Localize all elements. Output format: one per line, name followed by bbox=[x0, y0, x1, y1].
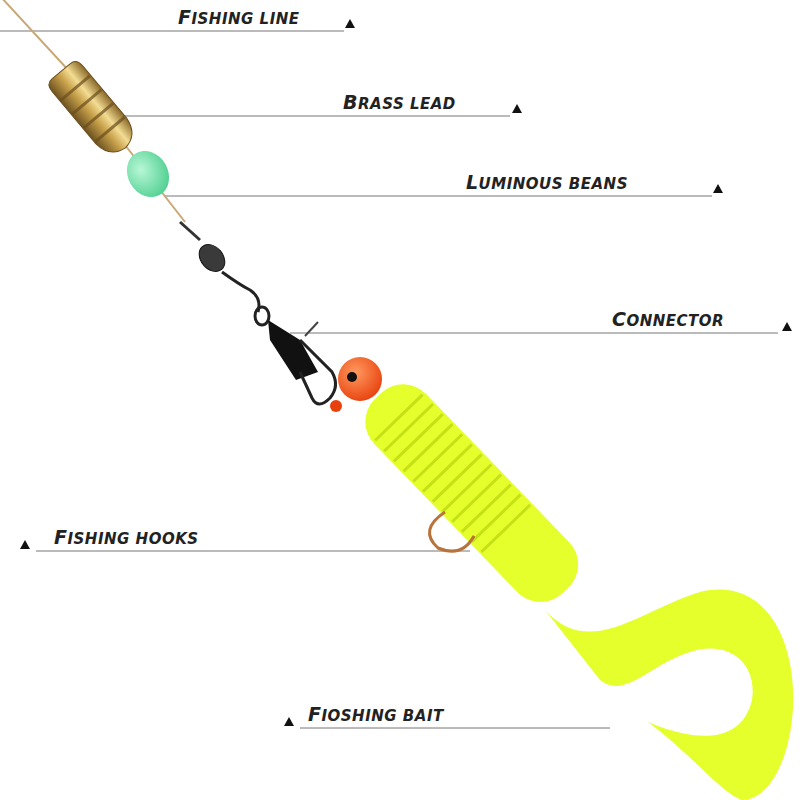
part-label: FIOSHING BAIT bbox=[308, 705, 444, 724]
swivel bbox=[180, 222, 269, 325]
luminous-bead bbox=[119, 143, 178, 205]
part-label: BRASS LEAD bbox=[343, 93, 456, 112]
brass-lead bbox=[46, 58, 141, 160]
curly-tail bbox=[545, 590, 793, 800]
part-label: LUMINOUS BEANS bbox=[466, 173, 628, 192]
part-label: CONNECTOR bbox=[612, 310, 724, 329]
jig-head bbox=[338, 357, 382, 401]
soft-bait bbox=[352, 371, 591, 615]
jig-eye-ring bbox=[330, 400, 342, 412]
snap-connector bbox=[268, 320, 336, 404]
part-label: FISHING HOOKS bbox=[54, 528, 199, 547]
part-label: FISHING LINE bbox=[178, 8, 300, 27]
hook bbox=[429, 512, 474, 551]
fishing-line bbox=[0, 0, 70, 72]
jig-eye bbox=[347, 372, 357, 382]
hook-barb bbox=[468, 536, 474, 544]
